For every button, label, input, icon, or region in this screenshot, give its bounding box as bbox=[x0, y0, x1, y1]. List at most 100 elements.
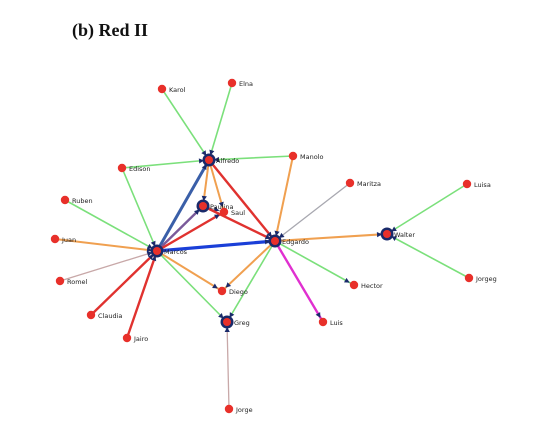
edge-arrow-edgardo-diego bbox=[225, 282, 232, 288]
edge-arrow-alfredo-saul bbox=[218, 201, 224, 208]
edge-arrow-luisa-walter bbox=[391, 226, 397, 232]
node-alfredo: Alfredo bbox=[202, 153, 239, 167]
node-label: Elna bbox=[239, 80, 253, 88]
edge-luisa-walter bbox=[386, 183, 468, 235]
node-label: Alfredo bbox=[216, 157, 239, 165]
edge-arrow-edgardo-walter bbox=[376, 232, 383, 238]
node-dot bbox=[223, 318, 231, 326]
node-label: Jairo bbox=[133, 335, 148, 343]
node-jorge: Jorge bbox=[224, 404, 253, 414]
node-label: Paulina bbox=[210, 203, 233, 211]
node-dot bbox=[122, 333, 132, 343]
edge-arrow-paulina-edgardo bbox=[264, 234, 271, 239]
node-dot bbox=[153, 247, 161, 255]
node-greg: Greg bbox=[220, 315, 250, 329]
node-label: Walter bbox=[394, 231, 415, 239]
node-dot bbox=[60, 195, 70, 205]
node-dot bbox=[383, 230, 391, 238]
node-label: Saul bbox=[231, 209, 245, 217]
edge-arrow-marcos-paulina bbox=[194, 209, 200, 215]
edge-arrow-marcos-alfredo bbox=[201, 164, 207, 170]
edge-arrow-marcos-greg bbox=[218, 313, 224, 319]
edge-marcos-greg bbox=[156, 250, 228, 323]
edge-ruben-marcos bbox=[64, 199, 158, 252]
edge-arrow-edgardo-hector bbox=[343, 277, 350, 283]
node-dot bbox=[86, 310, 96, 320]
node-elna: Elna bbox=[227, 78, 253, 88]
node-label: Romel bbox=[67, 278, 88, 286]
edge-arrow-edgardo-greg bbox=[229, 312, 235, 318]
node-label: Marcos bbox=[164, 248, 188, 256]
node-label: Manolo bbox=[300, 153, 323, 161]
edge-romel-marcos bbox=[59, 250, 158, 282]
edge-arrow-karol-alfredo bbox=[201, 150, 207, 156]
node-luis: Luis bbox=[318, 317, 343, 327]
edge-paulina-edgardo bbox=[201, 204, 277, 243]
node-dot bbox=[227, 78, 237, 88]
node-dot bbox=[217, 286, 227, 296]
edge-maritza-edgardo bbox=[274, 182, 351, 242]
edge-arrow-ruben-marcos bbox=[146, 243, 153, 249]
edge-arrow-marcos-saul bbox=[214, 214, 220, 220]
edge-arrow-manolo-alfredo bbox=[213, 156, 220, 163]
node-label: Juan bbox=[61, 236, 76, 244]
node-dot bbox=[117, 163, 127, 173]
panel-title: (b) Red II bbox=[72, 20, 149, 40]
edge-marcos-alfredo bbox=[155, 158, 211, 253]
edge-manolo-alfredo bbox=[208, 155, 294, 161]
edge-edison-marcos bbox=[121, 167, 158, 252]
edge-arrow-juan-marcos bbox=[146, 247, 153, 253]
edge-arrow-paulina-saul bbox=[213, 206, 220, 212]
edges-layer bbox=[54, 82, 470, 410]
node-dot bbox=[318, 317, 328, 327]
node-dot bbox=[462, 179, 472, 189]
node-label: Edison bbox=[129, 165, 151, 173]
node-label: Luis bbox=[330, 319, 343, 327]
node-label: Luisa bbox=[474, 181, 491, 189]
node-label: Ruben bbox=[72, 197, 93, 205]
node-dot bbox=[55, 276, 65, 286]
edge-arrow-marcos-edgardo bbox=[264, 239, 271, 245]
edge-juan-marcos bbox=[54, 238, 158, 252]
node-maritza: Maritza bbox=[345, 178, 381, 188]
node-romel: Romel bbox=[55, 276, 88, 286]
node-edgardo: Edgardo bbox=[268, 234, 309, 248]
node-paulina: Paulina bbox=[196, 199, 233, 213]
node-diego: Diego bbox=[217, 286, 248, 296]
edge-edgardo-greg bbox=[226, 240, 276, 323]
node-dot bbox=[464, 273, 474, 283]
edge-alfredo-edgardo bbox=[207, 158, 277, 243]
edge-marcos-saul bbox=[155, 210, 226, 253]
node-label: Karol bbox=[169, 86, 186, 94]
edge-edison-alfredo bbox=[121, 159, 210, 169]
node-ruben: Ruben bbox=[60, 195, 93, 205]
edge-edgardo-hector bbox=[274, 240, 355, 286]
edge-arrow-jorgeg-walter bbox=[391, 236, 398, 242]
node-marcos: Marcos bbox=[150, 244, 188, 258]
node-jorgeg: Jorgeg bbox=[464, 273, 497, 283]
node-dot bbox=[50, 234, 60, 244]
node-label: Jorgeg bbox=[475, 275, 497, 283]
node-label: Edgardo bbox=[282, 238, 309, 246]
node-karol: Karol bbox=[157, 84, 186, 94]
edge-jairo-marcos bbox=[125, 249, 159, 340]
edge-elna-alfredo bbox=[208, 82, 233, 161]
edge-arrow-marcos-diego bbox=[212, 283, 218, 289]
edge-marcos-edgardo bbox=[155, 239, 277, 253]
edge-marcos-paulina bbox=[155, 204, 205, 253]
edge-edgardo-walter bbox=[274, 233, 388, 242]
node-luisa: Luisa bbox=[462, 179, 491, 189]
edge-jorge-greg bbox=[226, 321, 230, 410]
node-label: Claudia bbox=[98, 312, 122, 320]
edge-arrow-edison-alfredo bbox=[198, 158, 205, 164]
node-label: Hector bbox=[361, 282, 383, 290]
edge-arrow-alfredo-paulina bbox=[201, 195, 207, 202]
node-manolo: Manolo bbox=[288, 151, 323, 161]
edge-manolo-edgardo bbox=[274, 155, 294, 242]
edge-arrow-jorge-greg bbox=[224, 326, 230, 333]
node-juan: Juan bbox=[50, 234, 76, 244]
node-dot bbox=[288, 151, 298, 161]
